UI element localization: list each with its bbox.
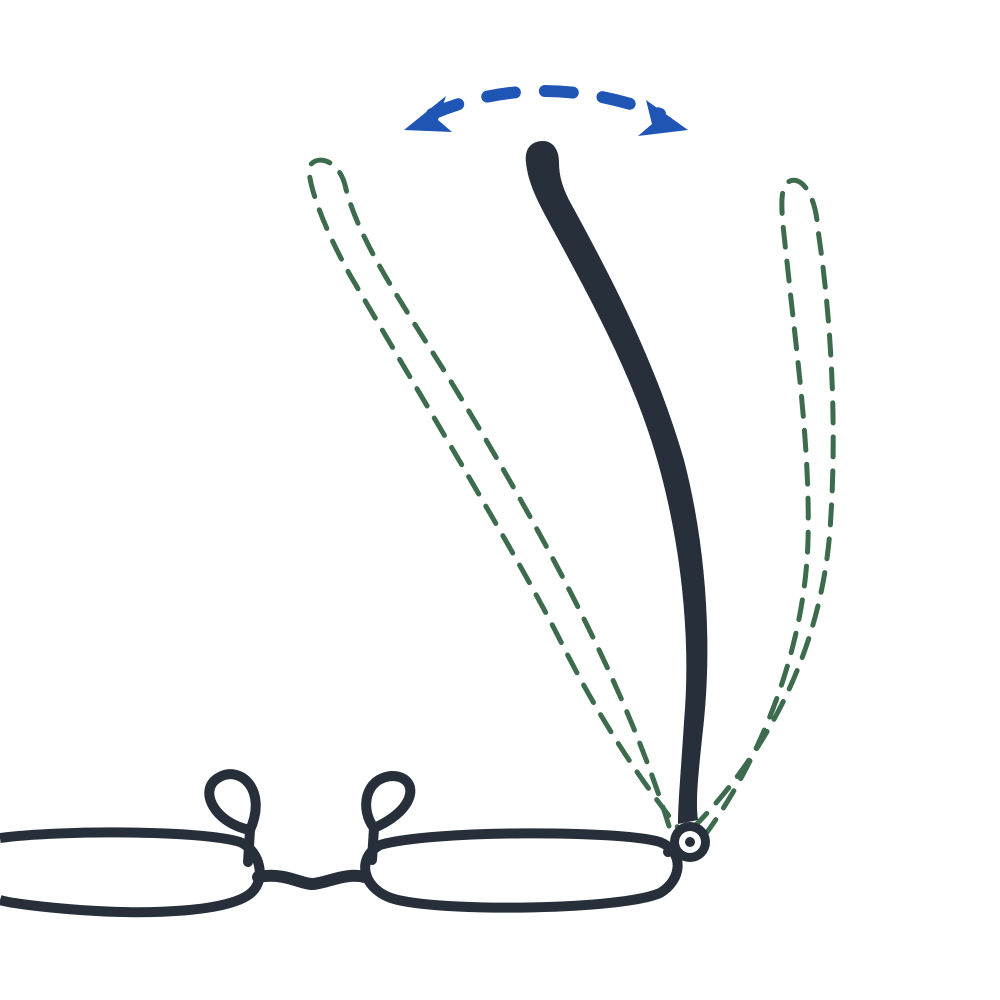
hinge <box>670 822 710 862</box>
temple-arm-current <box>525 141 708 824</box>
hinge-pin-icon <box>685 837 695 847</box>
nose-pad-right <box>361 771 416 865</box>
arrow-head-right-icon <box>638 100 688 136</box>
bridge <box>252 869 371 891</box>
motion-arc <box>426 85 666 120</box>
arrow-head-left-icon <box>404 96 452 132</box>
nose-pad-left <box>204 769 261 867</box>
lens-rim-right <box>360 828 683 913</box>
temple-arm-ghost-right <box>690 177 836 838</box>
motion-arrow <box>404 85 688 136</box>
eyeglasses-front <box>0 769 685 918</box>
lens-rim-left <box>0 827 265 918</box>
temple-arm-ghost-left <box>306 157 686 837</box>
